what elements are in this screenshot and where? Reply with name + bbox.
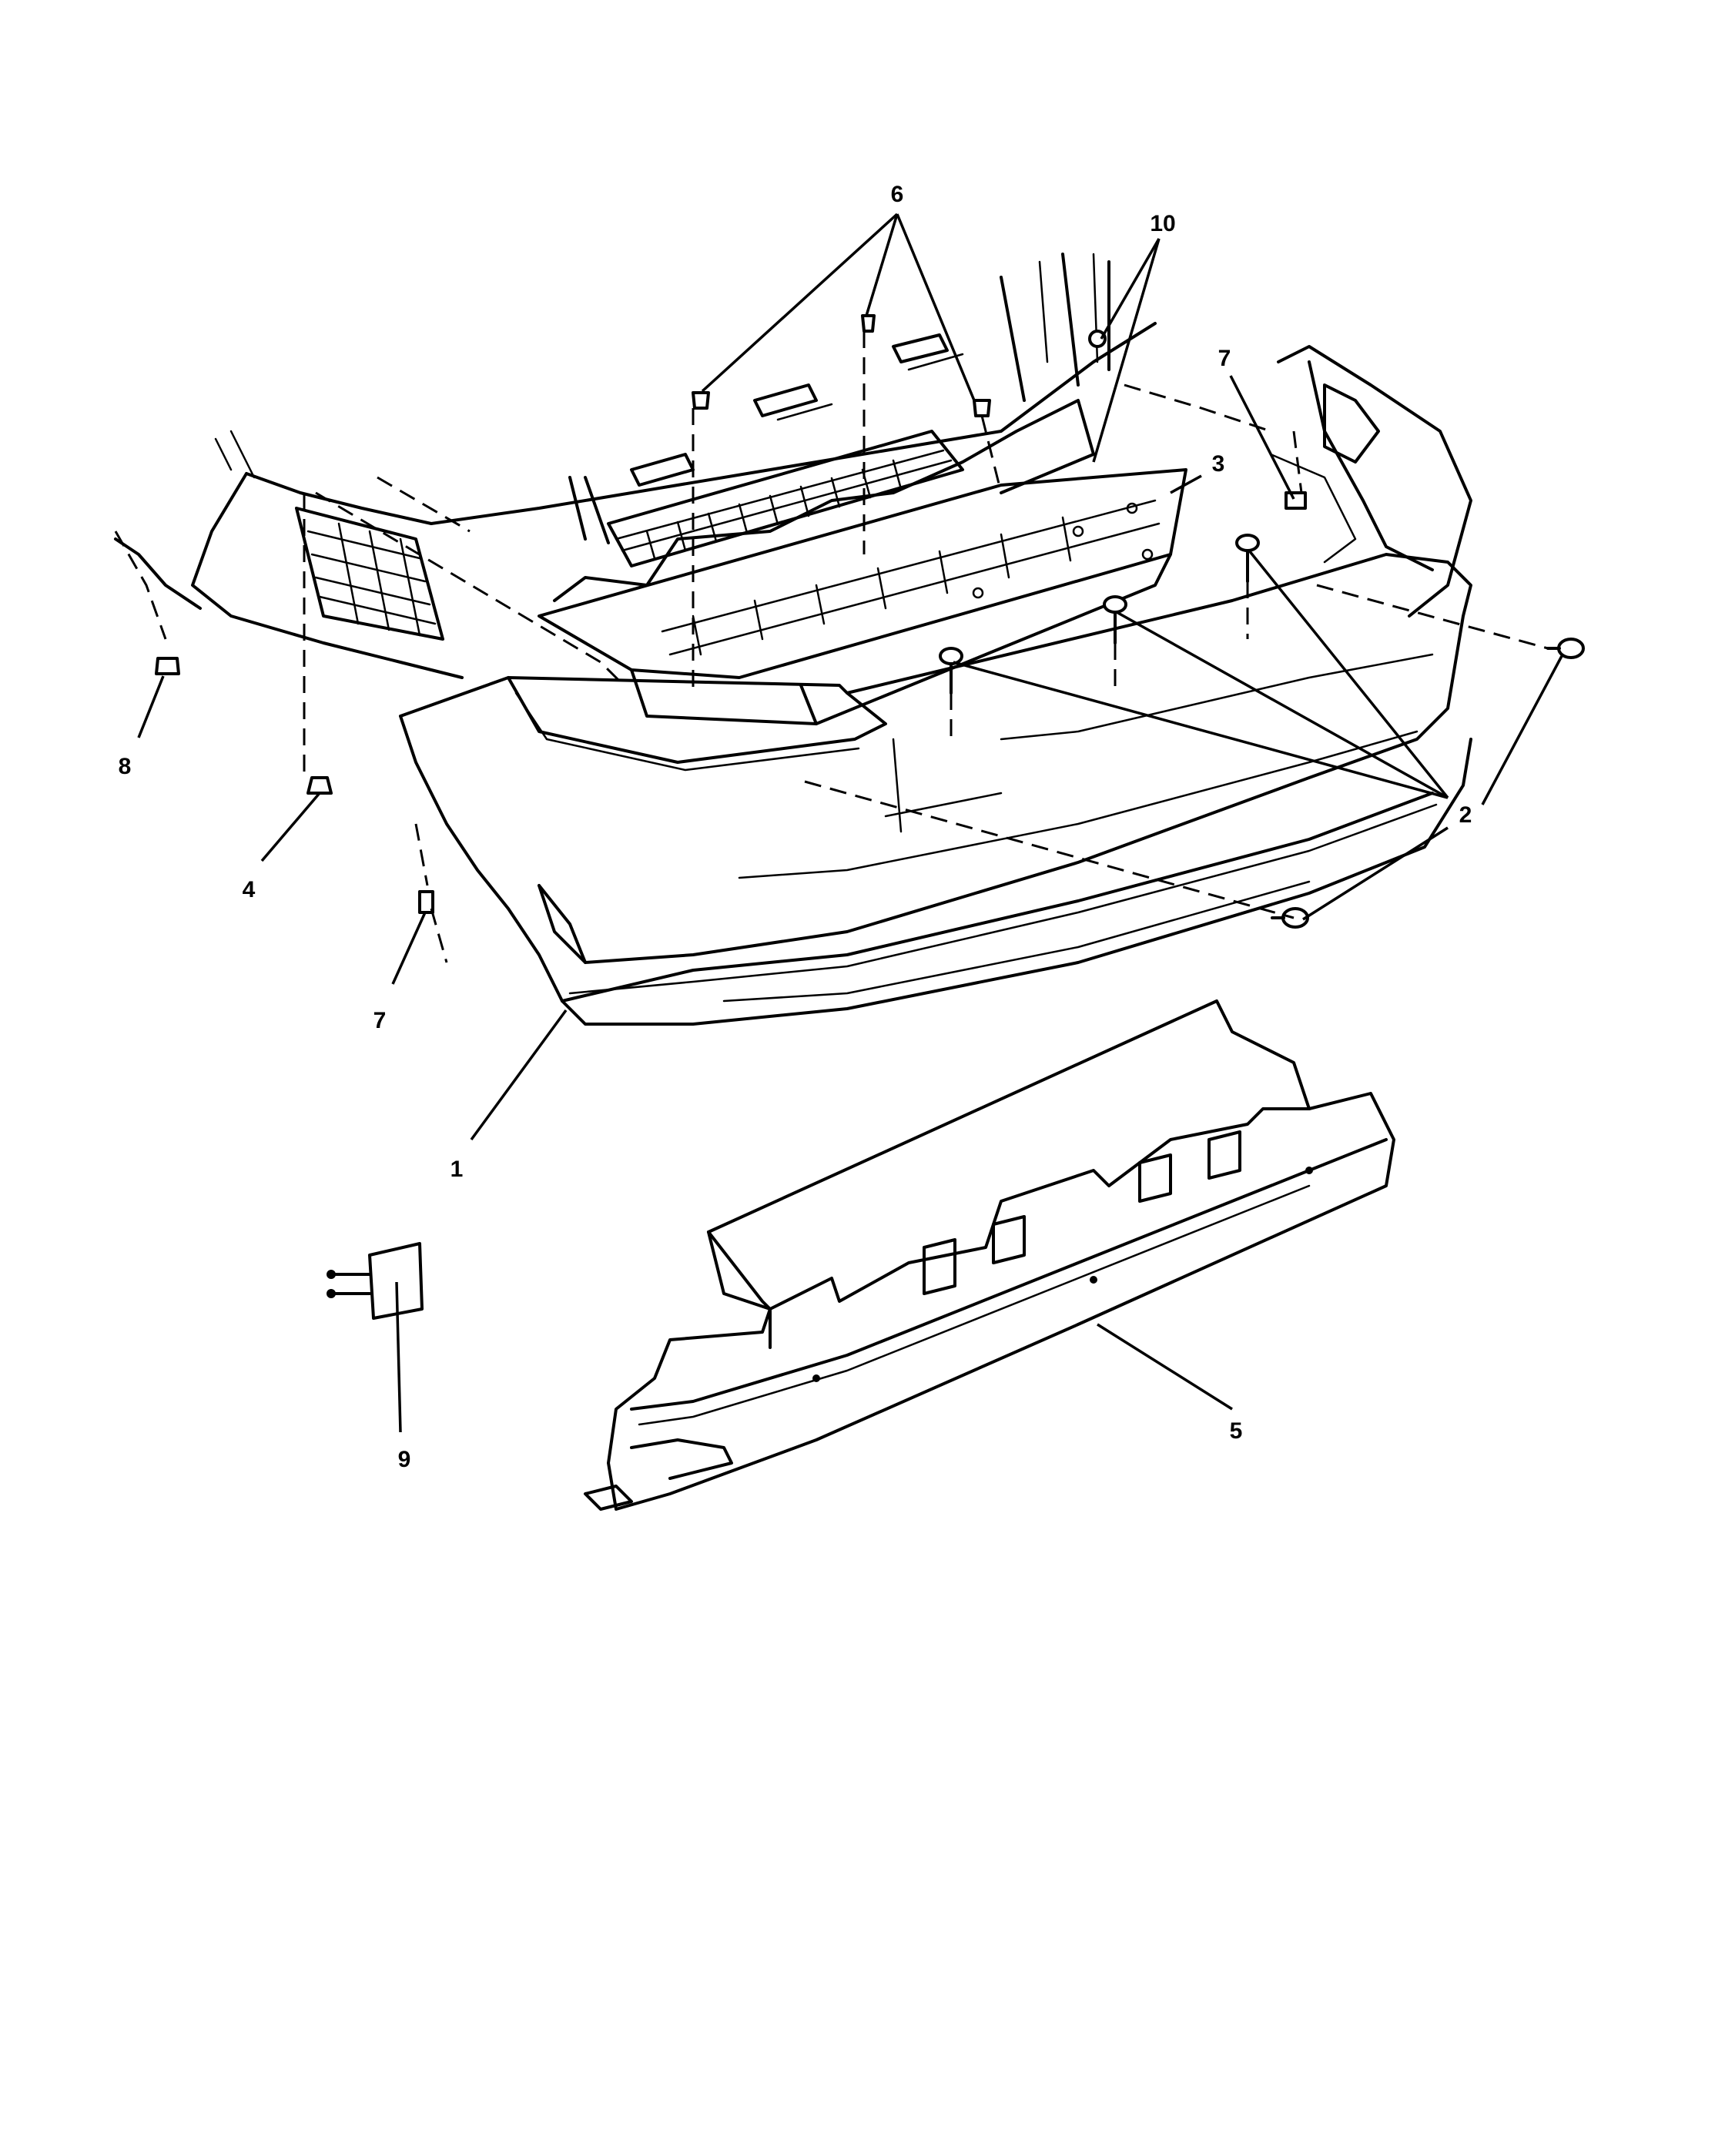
lower-beam [584, 999, 1395, 1511]
callout-8: 8 [119, 754, 132, 779]
clip-icon [861, 314, 876, 333]
assembly-lines [114, 331, 1549, 963]
push-pin-icon [1235, 534, 1260, 583]
callout-2: 2 [1459, 802, 1472, 828]
nut-icon [1285, 491, 1307, 510]
screw-icon [1088, 330, 1107, 348]
callout-10: 10 [1150, 211, 1175, 236]
push-pins [155, 314, 1585, 1320]
clip-icon [155, 657, 180, 675]
callout-labels: 6 10 7 3 2 8 4 7 1 5 9 [119, 182, 1472, 1472]
retainer-icon [306, 776, 333, 795]
leader-lines [137, 213, 1563, 1433]
tow-hook-cover-icon [327, 1242, 424, 1320]
callout-7-right: 7 [1218, 346, 1231, 371]
callout-6: 6 [891, 182, 904, 207]
clip-icon [692, 391, 710, 410]
callout-1: 1 [451, 1157, 464, 1182]
left-lamp-grille [295, 507, 444, 641]
push-pin-icon [939, 647, 963, 695]
bumper-fascia [399, 553, 1472, 1026]
clip-icon [973, 399, 991, 417]
push-pin-icon [1103, 595, 1127, 644]
callout-3: 3 [1212, 451, 1225, 477]
callout-9: 9 [398, 1447, 411, 1472]
vehicle-body [114, 253, 1472, 679]
push-pin-icon [1546, 638, 1585, 659]
right-tail-lamp-area [1269, 345, 1472, 618]
reinforcement-beam [538, 399, 1187, 725]
callout-7-left: 7 [373, 1008, 387, 1033]
callout-4: 4 [243, 877, 256, 902]
callout-5: 5 [1230, 1418, 1243, 1444]
rear-sill-plate [607, 333, 964, 567]
